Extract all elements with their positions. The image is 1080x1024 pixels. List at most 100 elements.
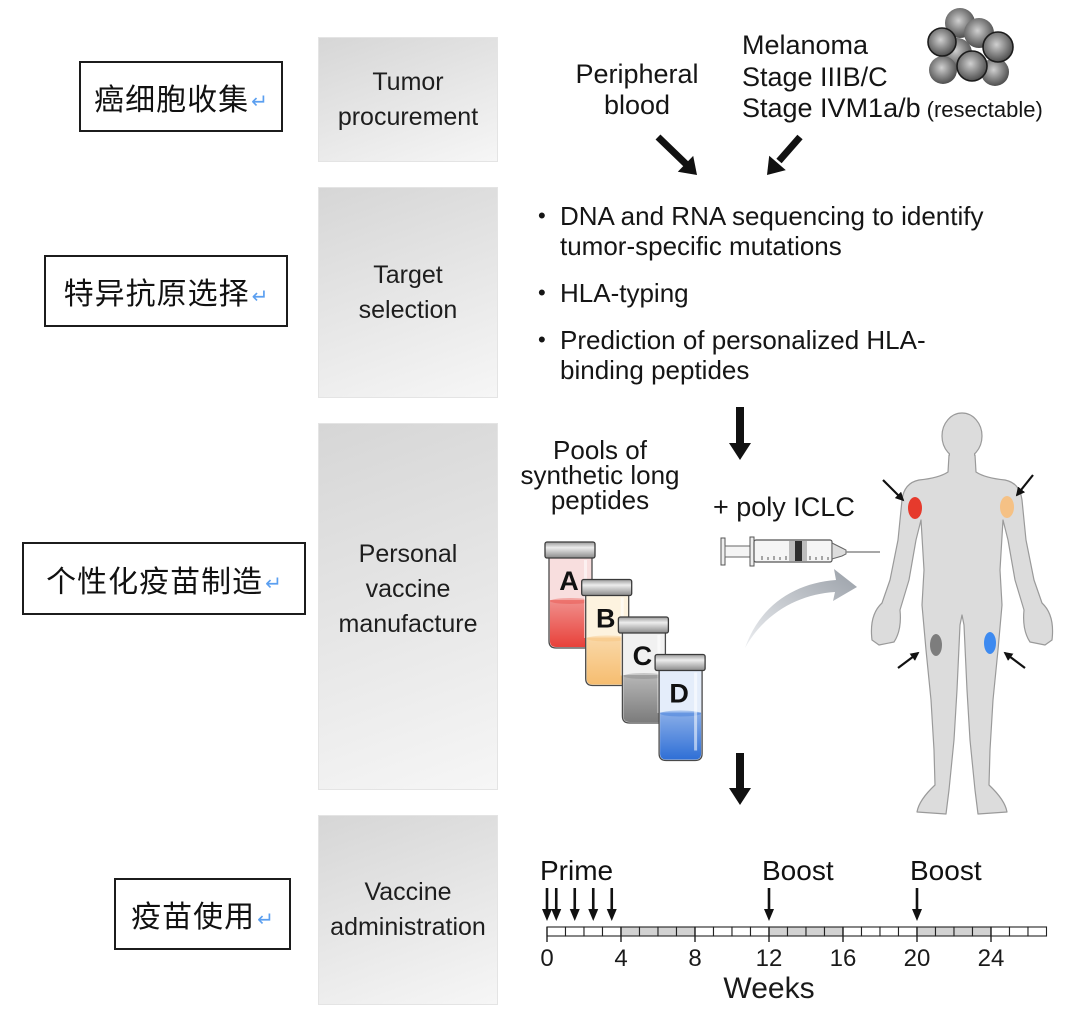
syringe-stopper-band: [795, 541, 802, 561]
tumor-cell-outlined: [982, 31, 1014, 63]
down-arrow-icon: [729, 753, 751, 805]
timeline-week-cell: [842, 926, 863, 937]
tumor-cells-icon: [927, 8, 1014, 86]
cn-label-box-vaccine-manufacture: 个性化疫苗制造↵: [22, 542, 306, 615]
stage-box-tumor-procurement: Tumor procurement: [318, 37, 498, 162]
injection-site-spot: [1000, 496, 1014, 518]
timeline-week-cell: [712, 926, 733, 937]
injection-sites: [908, 496, 1014, 656]
curved-arrow-icon: [745, 569, 857, 648]
timeline-week-cell: [971, 926, 992, 937]
stage-iv-text: Stage IVM1a/b: [742, 93, 921, 123]
timeline-week-cell: [934, 926, 955, 937]
arrow-from-tumor-icon: [767, 134, 803, 175]
timeline-week-cell: [564, 926, 585, 937]
stage-box-vaccine-manufacture: Personal vaccine manufacture: [318, 423, 498, 790]
timeline-week-cell: [879, 926, 900, 937]
target-selection-bullets: •DNA and RNA sequencing to identify tumo…: [538, 201, 983, 385]
vial-glass-highlight: [694, 672, 698, 751]
arrow-shaft: [736, 407, 744, 444]
vial-cap: [654, 653, 706, 672]
timeline-event-boost: Boost: [762, 855, 834, 921]
timeline-week-cell: [860, 926, 881, 937]
event-label: Boost: [762, 855, 834, 886]
timeline-week-cell: [583, 926, 604, 937]
return-mark-icon: ↵: [251, 91, 268, 113]
vial-liquid: [660, 712, 702, 760]
vial-cap: [544, 541, 596, 559]
timeline-tick-label: 16: [830, 945, 857, 972]
vial-c: C: [617, 616, 670, 724]
vial-letter: C: [633, 641, 653, 671]
stage-label: Vaccine administration: [330, 878, 486, 941]
bullet-icon: •: [538, 280, 546, 305]
tumor-cell: [929, 56, 957, 84]
timeline-week-cell: [638, 926, 659, 937]
event-arrow-head: [764, 909, 774, 921]
injection-arrow-icon: [1003, 651, 1026, 669]
cn-label-text: 疫苗使用: [131, 901, 256, 934]
down-arrow-icon: [729, 407, 751, 460]
arrow-head: [729, 788, 751, 805]
vial-d: D: [654, 653, 706, 762]
bullet-item: •DNA and RNA sequencing to identify tumo…: [538, 201, 983, 261]
timeline-event-boost: Boost: [910, 855, 982, 921]
vial-letter: A: [559, 566, 579, 596]
stage-iv-line: Stage IVM1a/b(resectable): [742, 93, 1043, 126]
syringe-tip: [831, 542, 847, 560]
timeline-tick-label: 20: [904, 945, 931, 972]
melanoma-label: Melanoma Stage IIIB/C Stage IVM1a/b(rese…: [742, 30, 1043, 126]
bullet-icon: •: [538, 327, 546, 352]
vial-liquid-surface: [550, 598, 591, 604]
vial-a: A: [544, 541, 596, 649]
timeline-week-cell: [546, 926, 567, 937]
timeline-week-cell: [731, 926, 752, 937]
syringe-plunger-rod: [724, 545, 753, 558]
stage-iiib-line: Stage IIIB/C: [742, 61, 888, 92]
timeline-week-cell: [897, 926, 918, 937]
bullet-text: Prediction of personalized HLA- binding …: [560, 325, 926, 385]
injection-site-spot: [930, 634, 942, 656]
cn-label-box-vaccine-administration: 疫苗使用↵: [114, 878, 291, 950]
injection-arrow-icon: [1015, 474, 1034, 497]
bullet-item: • Prediction of personalized HLA- binding…: [538, 325, 983, 385]
timeline-week-cell: [675, 926, 696, 937]
cn-label-box-tumor-procurement: 癌细胞收集↵: [79, 61, 283, 132]
timeline-week-cell: [768, 926, 789, 937]
vial-liquid: [586, 637, 628, 685]
timeline-week-cell: [805, 926, 826, 937]
vial-liquid-surface: [623, 673, 665, 679]
vial-cap: [617, 616, 670, 634]
injection-site-spot: [984, 632, 996, 654]
timeline-week-cell: [823, 926, 844, 937]
timeline-event-prime: Prime: [540, 855, 617, 921]
injection-arrow-icon: [897, 651, 920, 669]
arrow-shaft: [655, 134, 690, 168]
stage-label: Personal vaccine manufacture: [338, 540, 478, 638]
vial-letter: B: [596, 604, 616, 634]
timeline-week-cell: [786, 926, 807, 937]
timeline-week-cell: [1008, 926, 1029, 937]
timeline-tick-label: 0: [540, 945, 553, 972]
tumor-cell-outlined: [927, 27, 957, 57]
tumor-cell-outlined: [956, 50, 988, 82]
timeline-week-cell: [749, 926, 770, 937]
timeline-week-cell: [916, 926, 937, 937]
bullet-icon: •: [538, 203, 546, 228]
arrow-head: [677, 155, 697, 175]
resectable-note: (resectable): [926, 97, 1043, 122]
timeline-week-cell: [620, 926, 641, 937]
peptide-pools-label: Pools of synthetic long peptides: [520, 435, 680, 515]
event-arrow-head: [569, 909, 580, 921]
tumor-cell: [981, 58, 1009, 86]
event-arrow-head: [588, 909, 599, 921]
adjuvant-label: + poly ICLC: [713, 492, 855, 522]
timeline-week-cell: [990, 926, 1011, 937]
syringe-graduations: [761, 556, 829, 560]
timeline-tick-label: 8: [688, 945, 701, 972]
stage-label: Tumor procurement: [337, 67, 479, 131]
event-arrow-head: [551, 909, 562, 921]
timeline-week-cell: [657, 926, 678, 937]
